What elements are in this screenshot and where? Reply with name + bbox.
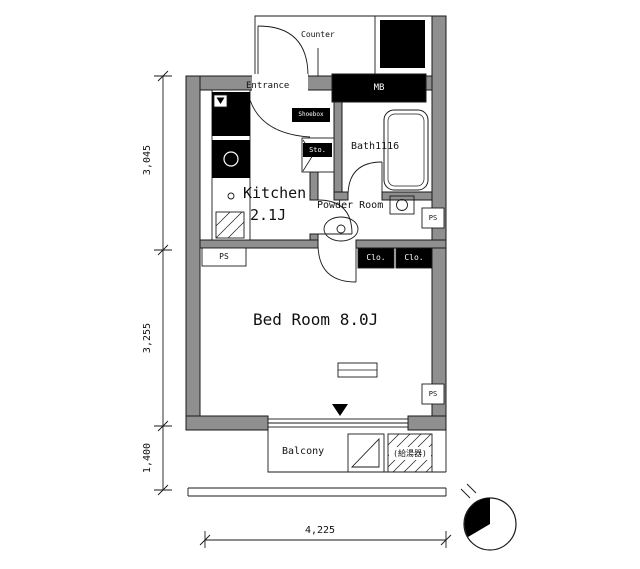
ps-powder-box [421, 207, 445, 229]
evacuation-hatch-triangle [350, 437, 380, 468]
entrance-door [257, 25, 309, 77]
storage-label-chip [303, 143, 332, 157]
dim-bottom-label: 4,225 [304, 525, 336, 536]
closet-left-box [357, 247, 395, 269]
storage-closet [301, 137, 335, 173]
ps-left-label: PS [219, 252, 229, 261]
bathtub-inner [387, 113, 425, 187]
wall-left [185, 75, 201, 431]
dim-left-middle-label: 3,255 [142, 322, 153, 354]
stove-block [212, 140, 250, 178]
compass-needle [464, 498, 490, 537]
ps-bedroom-label: PS [428, 389, 438, 398]
toilet-base [389, 195, 415, 215]
evacuation-hatch-box [347, 433, 385, 473]
washbasin [323, 216, 359, 242]
meter-box-label: MB [373, 82, 385, 93]
entrance-label: Entrance [246, 81, 290, 91]
washbasin-drain [336, 224, 346, 234]
powder-fixtures [317, 195, 415, 242]
bedroom-label: Bed Room 8.0J [253, 310, 379, 329]
wall-bottom-left [185, 415, 269, 431]
compass-north-ticks [460, 483, 477, 499]
balcony-label: Balcony [282, 446, 325, 457]
corridor-outline [254, 15, 432, 76]
water-heater-label-bg [389, 447, 431, 460]
dim-bottom-ticks [199, 534, 452, 546]
balcony-outline [267, 430, 447, 473]
bath-label: Bath1116 [351, 141, 400, 152]
stove-burner-icon [223, 151, 239, 167]
entrance-door-arc [257, 25, 309, 77]
bedroom-fixtures [332, 362, 378, 416]
ps-bedroom-box [421, 383, 445, 405]
dim-left-lower-label: 1,400 [142, 442, 153, 474]
kitchen-fixtures [211, 89, 251, 241]
wall-bottom-right [407, 415, 447, 431]
closets [357, 247, 433, 269]
shoebox-label: Shoebox [298, 111, 324, 118]
kitchen-label: Kitchen [243, 184, 307, 202]
dim-left-upper-label: 3,045 [142, 144, 153, 176]
corridor-line [254, 15, 432, 76]
sink-hatch [215, 211, 245, 239]
closet-right-box [395, 247, 433, 269]
water-heater-label: (給湯器) [393, 448, 427, 458]
entrance-opening [252, 74, 308, 92]
bathtub-outer [383, 109, 429, 191]
kitchen-size-label: 2.1J [250, 206, 287, 224]
dimension-lines [154, 70, 452, 548]
toilet-bowl [396, 199, 408, 211]
balcony-area [187, 430, 447, 497]
ps-powder-label: PS [428, 213, 438, 222]
window-center-marker [332, 404, 348, 416]
balcony-window [267, 418, 409, 428]
pipe-spaces [201, 207, 445, 405]
dim-left-ticks [157, 70, 169, 496]
bedroom-door-arc [317, 243, 357, 283]
storage-label: Sto. [309, 145, 326, 154]
meter-box [331, 73, 427, 103]
wall-mid-b [355, 239, 447, 249]
counter-label: Counter [301, 30, 335, 39]
balcony-railing [187, 487, 447, 497]
ps-left-box [201, 247, 247, 267]
wall-powder-left-a [309, 171, 319, 201]
faucet-icon [227, 192, 235, 200]
closet-right-label: Clo. [404, 253, 424, 262]
entrance-step-line [249, 99, 311, 138]
powder-door-arc [317, 199, 353, 235]
closet-left-label: Clo. [366, 253, 386, 262]
powder-room-label: Powder Room [317, 200, 384, 211]
shoebox-chip [292, 108, 330, 122]
refrigerator-triangle-icon [216, 97, 225, 104]
shaft-block [380, 20, 425, 68]
bedroom-door [317, 243, 357, 283]
compass [460, 483, 517, 551]
wall-bath-left [333, 101, 343, 199]
wall-bath-bottom-a [333, 191, 349, 201]
bath-door-arc [347, 161, 383, 197]
wall-mid-a [199, 239, 319, 249]
bath-fixtures [347, 109, 429, 197]
